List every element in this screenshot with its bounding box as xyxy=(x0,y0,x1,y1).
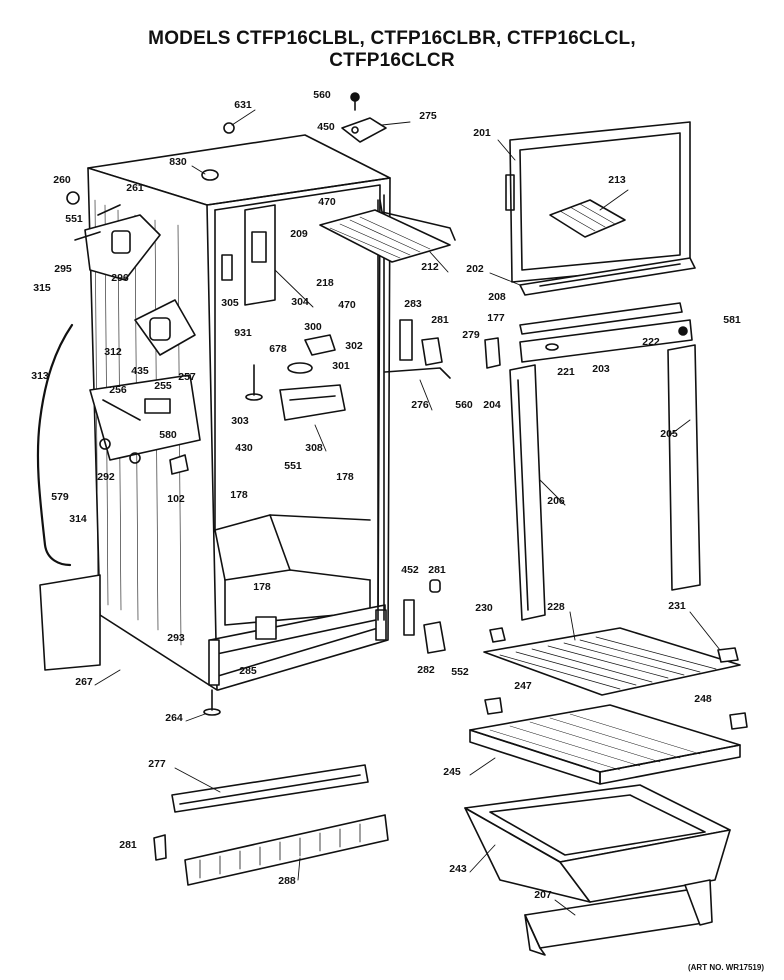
part-number-label: 255 xyxy=(154,380,172,392)
part-number-label: 228 xyxy=(547,601,565,613)
part-number-label: 282 xyxy=(417,664,435,676)
crisper-cover xyxy=(469,697,748,785)
part-number-label: 205 xyxy=(660,428,678,440)
freezer-shelf xyxy=(319,199,456,263)
door-divider xyxy=(519,302,693,363)
part-number-label: 204 xyxy=(483,399,501,411)
part-number-label: 243 xyxy=(449,863,467,875)
part-number-label: 303 xyxy=(231,415,249,427)
wire-shelf xyxy=(483,627,741,696)
leader-lines xyxy=(94,109,721,916)
part-number-label: 435 xyxy=(131,365,149,377)
part-number-label: 285 xyxy=(239,665,257,677)
part-number-label: 292 xyxy=(97,471,115,483)
part-number-label: 203 xyxy=(592,363,610,375)
part-number-label: 301 xyxy=(332,360,350,372)
part-number-label: 315 xyxy=(33,282,51,294)
part-number-label: 208 xyxy=(488,291,506,303)
door-right-trim xyxy=(667,344,701,591)
part-number-label: 276 xyxy=(411,399,429,411)
part-number-label: 212 xyxy=(421,261,439,273)
control-housing xyxy=(221,204,346,421)
part-number-label: 206 xyxy=(547,495,565,507)
part-number-label: 275 xyxy=(419,110,437,122)
door-gasket-frame xyxy=(505,121,691,283)
part-number-label: 281 xyxy=(119,839,137,851)
part-number-label: 313 xyxy=(31,370,49,382)
part-number-label: 314 xyxy=(69,513,87,525)
part-number-label: 260 xyxy=(53,174,71,186)
part-number-label: 552 xyxy=(451,666,469,678)
part-number-label: 231 xyxy=(668,600,686,612)
part-number-label: 308 xyxy=(305,442,323,454)
part-number-label: 221 xyxy=(557,366,575,378)
part-number-label: 177 xyxy=(487,312,505,324)
part-number-label: 296 xyxy=(111,272,129,284)
part-number-label: 281 xyxy=(428,564,446,576)
part-number-label: 678 xyxy=(269,343,287,355)
part-number-label: 261 xyxy=(126,182,144,194)
part-number-label: 247 xyxy=(514,680,532,692)
part-number-label: 218 xyxy=(316,277,334,289)
part-number-label: 295 xyxy=(54,263,72,275)
door-bin xyxy=(524,879,713,956)
part-number-label: 178 xyxy=(230,489,248,501)
part-number-label: 267 xyxy=(75,676,93,688)
part-number-label: 579 xyxy=(51,491,69,503)
part-number-label: 102 xyxy=(167,493,185,505)
part-number-label: 178 xyxy=(336,471,354,483)
part-number-label: 202 xyxy=(466,263,484,275)
part-number-label: 283 xyxy=(404,298,422,310)
part-number-label: 560 xyxy=(455,399,473,411)
diagram-title-line-2: CTFP16CLCR xyxy=(329,50,455,71)
part-number-label: 452 xyxy=(401,564,419,576)
part-number-label: 580 xyxy=(159,429,177,441)
part-number-label: 304 xyxy=(291,296,309,308)
part-number-label: 293 xyxy=(167,632,185,644)
part-number-label: 312 xyxy=(104,346,122,358)
part-number-label: 222 xyxy=(642,336,660,348)
part-number-label: 264 xyxy=(165,712,183,724)
part-number-label: 178 xyxy=(253,581,271,593)
part-number-label: 281 xyxy=(431,314,449,326)
top-hinge xyxy=(201,92,387,181)
freezer-door-shelf xyxy=(519,257,696,296)
part-number-label: 551 xyxy=(65,213,83,225)
bottom-rail xyxy=(171,764,369,813)
part-number-label: 209 xyxy=(290,228,308,240)
part-number-label: 302 xyxy=(345,340,363,352)
part-number-label: 207 xyxy=(534,889,552,901)
part-number-label: 581 xyxy=(723,314,741,326)
part-number-label: 256 xyxy=(109,384,127,396)
part-number-label: 450 xyxy=(317,121,335,133)
part-number-label: 288 xyxy=(278,875,296,887)
part-number-label: 830 xyxy=(169,156,187,168)
diagram-title-line-1: MODELS CTFP16CLBL, CTFP16CLBR, CTFP16CLC… xyxy=(148,28,636,49)
part-number-label: 201 xyxy=(473,127,491,139)
part-number-label: 551 xyxy=(284,460,302,472)
art-number: (ART NO. WR17519) xyxy=(687,963,764,972)
lower-hinge xyxy=(403,579,446,654)
part-number-label: 470 xyxy=(338,299,356,311)
part-number-label: 430 xyxy=(235,442,253,454)
ice-tray xyxy=(549,199,626,238)
door-hinge-center xyxy=(384,319,501,379)
part-number-label: 931 xyxy=(234,327,252,339)
part-number-label: 277 xyxy=(148,758,166,770)
part-number-label: 245 xyxy=(443,766,461,778)
part-number-label: 230 xyxy=(475,602,493,614)
part-number-label: 470 xyxy=(318,196,336,208)
part-number-label: 300 xyxy=(304,321,322,333)
part-number-label: 631 xyxy=(234,99,252,111)
part-number-label: 248 xyxy=(694,693,712,705)
part-number-label: 257 xyxy=(178,371,196,383)
kick-plate-grille xyxy=(153,814,389,886)
part-number-label: 305 xyxy=(221,297,239,309)
part-number-label: 213 xyxy=(608,174,626,186)
left-components xyxy=(36,191,201,671)
door-left-trim xyxy=(509,364,546,621)
part-number-label: 560 xyxy=(313,89,331,101)
part-number-label: 279 xyxy=(462,329,480,341)
